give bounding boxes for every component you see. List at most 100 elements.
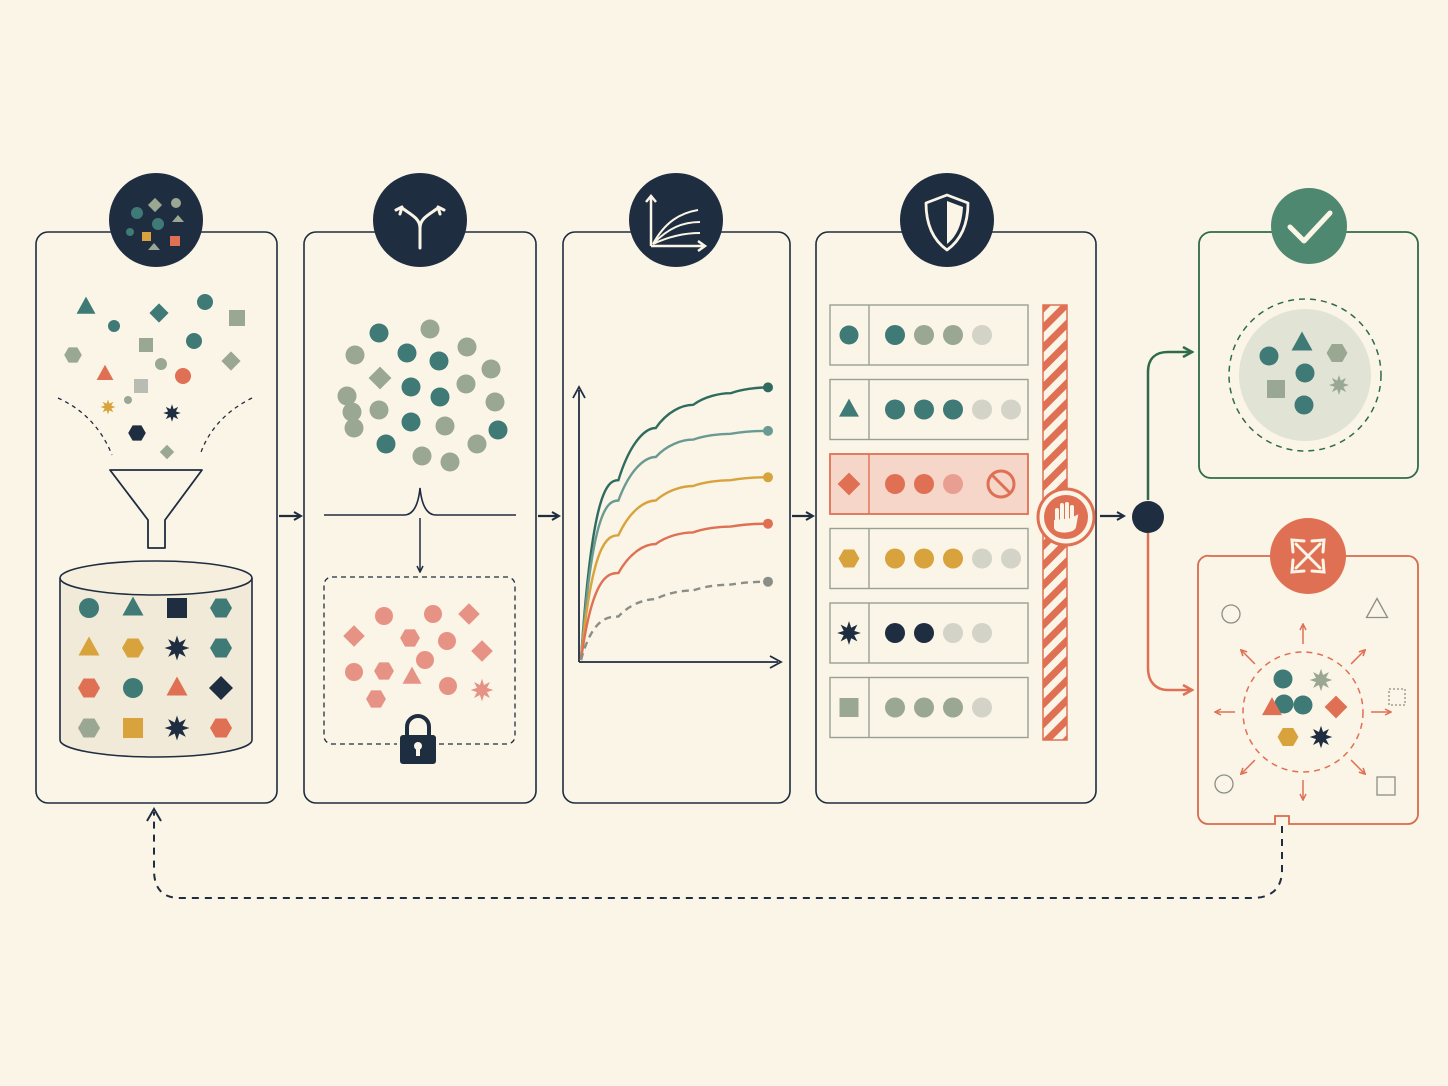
score-dot: [914, 399, 934, 420]
circle-shape: [412, 446, 432, 466]
curve-end-point-3: [763, 472, 773, 483]
curve-end-point-2: [763, 425, 773, 436]
curve-series-1: [579, 386, 769, 661]
circle-shape: [401, 412, 421, 432]
circle-shape: [108, 320, 120, 332]
triangle-shape: [1365, 597, 1389, 619]
shield-icon: [900, 173, 994, 267]
circle-shape: [438, 632, 456, 650]
triangle-shape: [122, 596, 144, 616]
circle-shape: [1295, 363, 1315, 383]
circle-shape: [337, 386, 357, 406]
curve-series-2: [579, 429, 769, 661]
panel-evaluate: [815, 173, 1097, 804]
panel-split: [303, 173, 537, 804]
star-shape: [1329, 375, 1349, 395]
square-shape: [1388, 688, 1406, 706]
circle-shape: [429, 351, 449, 371]
triangle-shape: [839, 398, 859, 417]
funnel-icon: [109, 469, 203, 549]
triangle-shape: [96, 364, 114, 380]
score-dot: [914, 325, 934, 345]
star-shape: [837, 621, 861, 645]
lock-icon: [397, 714, 439, 764]
score-dot: [972, 623, 992, 643]
hexagon-shape: [838, 549, 860, 568]
curve-end-point-1: [763, 382, 773, 393]
circle-shape: [369, 323, 389, 343]
decision-node: [1132, 501, 1164, 533]
hexagon-shape: [210, 638, 232, 658]
star-shape: [164, 715, 190, 741]
hexagon-shape: [1326, 343, 1348, 363]
curve-series-3: [579, 476, 769, 661]
circle-shape: [342, 402, 362, 422]
square-shape: [167, 598, 187, 618]
score-dot: [943, 474, 963, 494]
eval-row: [829, 378, 1029, 441]
score-dot: [972, 548, 992, 569]
curve-series-5: [579, 580, 769, 661]
triangle-shape: [1262, 697, 1282, 716]
score-dot: [885, 623, 905, 643]
prohibited-icon: [986, 469, 1016, 499]
ingest-header-icon: [109, 173, 203, 267]
eval-row: [829, 527, 1029, 590]
diamond-shape: [471, 640, 493, 662]
fork-arrows-icon: [373, 173, 467, 267]
star-shape: [470, 678, 494, 702]
hexagon-shape: [1277, 727, 1299, 747]
holdout-shapes: [343, 603, 494, 708]
score-dot: [1001, 548, 1021, 569]
diamond-shape: [368, 366, 392, 390]
hexagon-shape: [78, 718, 100, 738]
circle-shape: [1274, 694, 1294, 714]
scatter-arrows: [1215, 624, 1391, 800]
circle-shape: [155, 358, 167, 370]
feedback-loop-arrow: [153, 812, 1283, 899]
eval-row: [829, 676, 1029, 739]
circle-shape: [1293, 695, 1313, 715]
diamond-shape: [458, 603, 480, 625]
score-dot: [972, 325, 992, 345]
circle-shape: [456, 374, 476, 394]
circle-shape: [467, 434, 487, 454]
circle-shape: [1294, 395, 1314, 415]
eval-row: [829, 602, 1029, 664]
circle-shape: [124, 396, 132, 404]
score-dot: [885, 325, 905, 345]
database-cylinder: [59, 560, 253, 758]
diamond-shape: [343, 625, 365, 647]
feedback-arrowhead: [146, 807, 162, 822]
triangle-shape: [402, 666, 422, 684]
circle-shape: [420, 319, 440, 339]
score-dot: [885, 697, 905, 718]
hexagon-shape: [400, 629, 420, 647]
circle-shape: [424, 605, 442, 623]
square-shape: [123, 718, 143, 738]
square-shape: [229, 310, 245, 326]
learning-curves-chart: [572, 382, 783, 669]
circle-shape: [1259, 346, 1279, 366]
circle-shape: [485, 392, 505, 412]
circle-shape: [123, 678, 143, 698]
score-dot: [972, 697, 992, 718]
hexagon-shape: [128, 425, 146, 441]
circle-shape: [397, 343, 417, 363]
diamond-shape: [1324, 695, 1348, 719]
scattered-raw-shapes: [64, 294, 245, 460]
learning-curves-icon: [629, 173, 723, 267]
circle-shape: [175, 368, 191, 384]
hexagon-shape: [64, 347, 82, 363]
circle-shape: [197, 294, 213, 310]
diamond-shape: [149, 303, 169, 323]
scatter-arrow: [1350, 759, 1365, 774]
hexagon-shape: [78, 678, 100, 698]
holdout-box: [323, 576, 516, 745]
curve-series-4: [579, 522, 769, 661]
curve-end-point-5: [763, 576, 773, 587]
triangle-shape: [1291, 331, 1313, 351]
per-class-rows: [829, 304, 1029, 739]
score-dot: [943, 623, 963, 643]
